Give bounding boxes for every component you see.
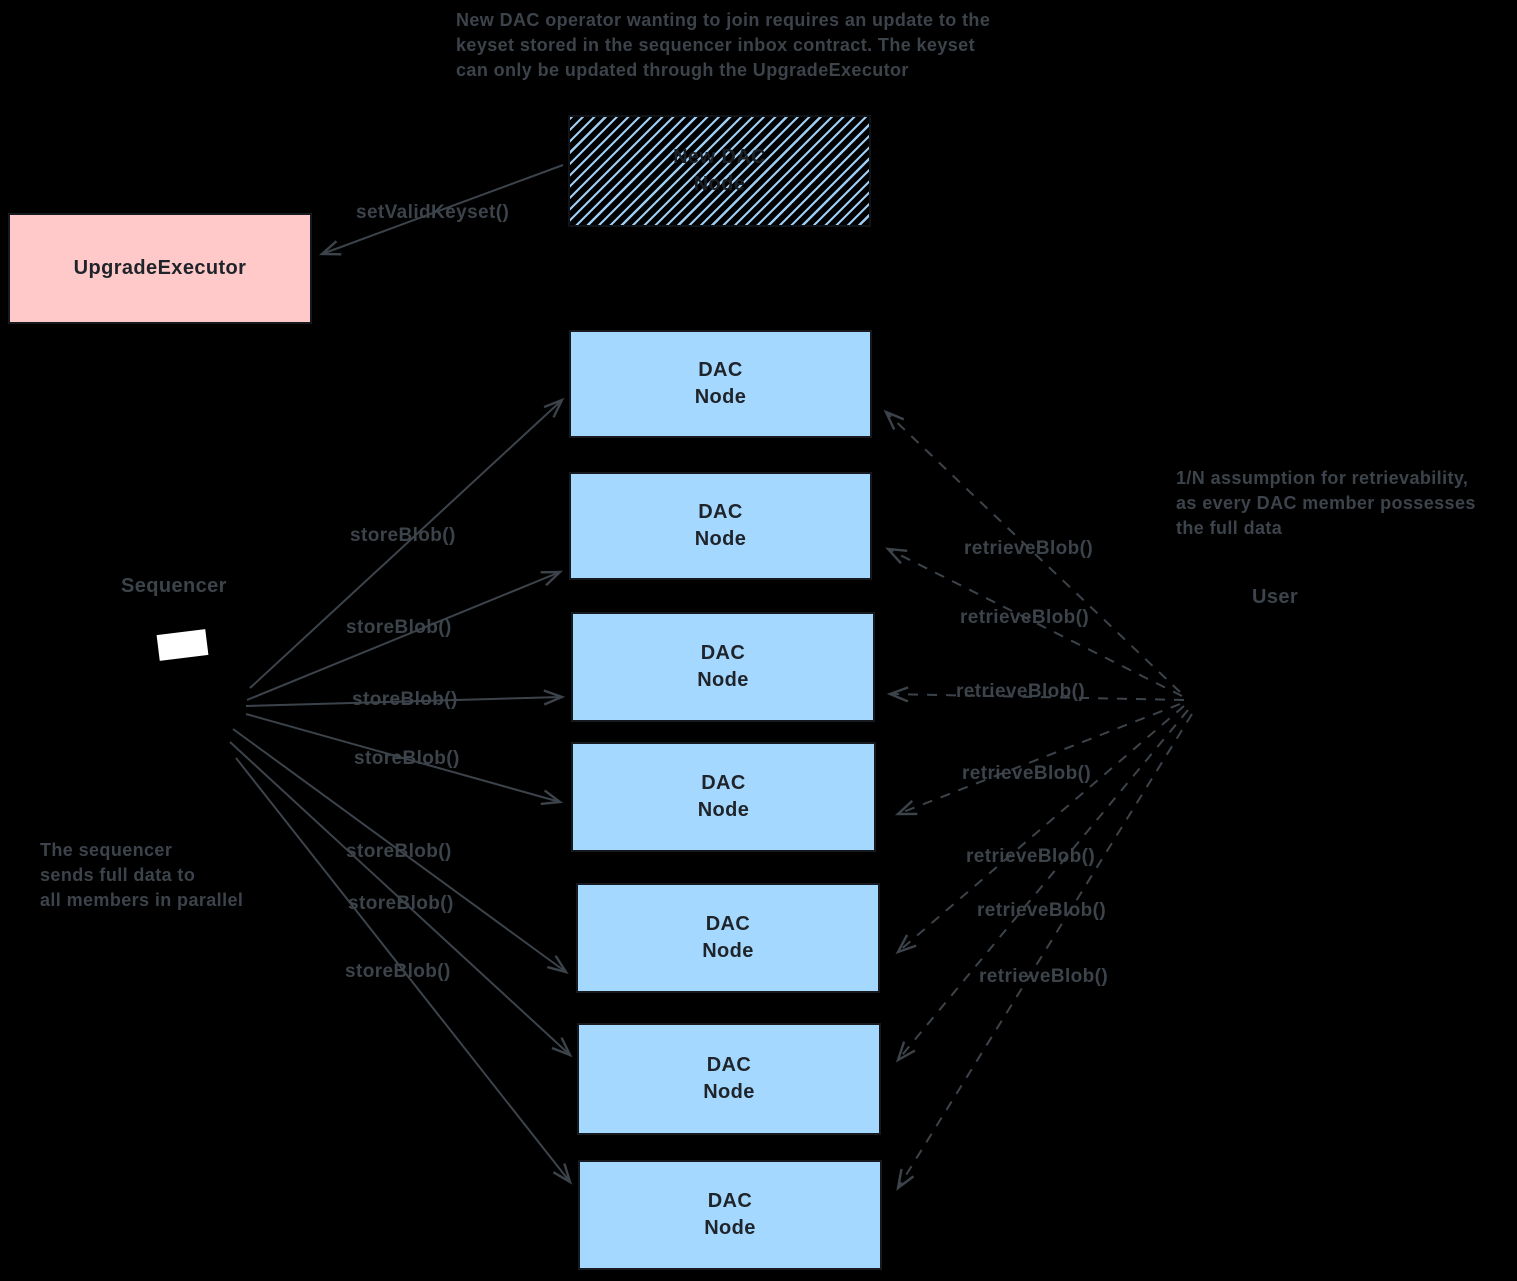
store-blob-arrow-7 bbox=[235, 757, 573, 1185]
retrieve-blob-label-6: retrieveBlob() bbox=[977, 900, 1107, 921]
retrieve-blob-arrow-2 bbox=[885, 547, 1183, 697]
store-blob-arrow-6 bbox=[229, 741, 573, 1058]
retrieve-blob-label-3: retrieveBlob() bbox=[956, 681, 1086, 702]
set-valid-keyset-arrow bbox=[318, 164, 564, 256]
retrieve-blob-label-4: retrieveBlob() bbox=[962, 763, 1092, 784]
retrieve-blob-arrow-5 bbox=[895, 705, 1185, 955]
store-blob-label-7: storeBlob() bbox=[345, 961, 451, 982]
user-label: User bbox=[1252, 586, 1299, 608]
store-blob-arrow-3 bbox=[245, 689, 566, 707]
dac-node-box-3: DAC Node bbox=[571, 612, 875, 722]
retrieve-blob-arrow-7 bbox=[896, 713, 1193, 1191]
store-blob-label-5: storeBlob() bbox=[346, 841, 452, 862]
store-blob-arrow-5 bbox=[232, 728, 569, 974]
new-dac-node-box: New DAC Node bbox=[568, 115, 871, 227]
retrieve-blob-label-7: retrieveBlob() bbox=[979, 966, 1109, 987]
sequencer-label: Sequencer bbox=[121, 575, 227, 597]
store-blob-label-2: storeBlob() bbox=[346, 617, 452, 638]
store-blob-arrow-1 bbox=[249, 397, 565, 689]
retrieve-blob-label-5: retrieveBlob() bbox=[966, 846, 1096, 867]
keyset-update-note: New DAC operator wanting to join require… bbox=[456, 10, 991, 80]
dac-node-box-6: DAC Node bbox=[577, 1023, 881, 1135]
sequencer-parallel-note: The sequencer sends full data to all mem… bbox=[40, 840, 244, 910]
retrievability-note: 1/N assumption for retrievability, as ev… bbox=[1176, 468, 1476, 538]
retrieve-blob-arrow-4 bbox=[894, 703, 1181, 816]
dac-node-box-1: DAC Node bbox=[569, 330, 872, 438]
dac-node-box-2: DAC Node bbox=[569, 472, 872, 580]
store-blob-arrow-2 bbox=[246, 570, 564, 701]
store-blob-label-1: storeBlob() bbox=[350, 525, 456, 546]
set-valid-keyset-label: setValidKeyset() bbox=[356, 202, 510, 223]
dac-node-box-5: DAC Node bbox=[576, 883, 880, 993]
retrieve-blob-label-1: retrieveBlob() bbox=[964, 538, 1094, 559]
retrieve-blob-label-2: retrieveBlob() bbox=[960, 607, 1090, 628]
store-blob-label-6: storeBlob() bbox=[348, 893, 454, 914]
dac-node-box-4: DAC Node bbox=[571, 742, 876, 852]
upgrade-executor-box: UpgradeExecutor bbox=[8, 213, 312, 324]
store-blob-arrow-4 bbox=[245, 713, 564, 806]
dac-node-box-7: DAC Node bbox=[578, 1160, 882, 1270]
store-blob-label-4: storeBlob() bbox=[354, 748, 460, 769]
store-blob-label-3: storeBlob() bbox=[352, 689, 458, 710]
